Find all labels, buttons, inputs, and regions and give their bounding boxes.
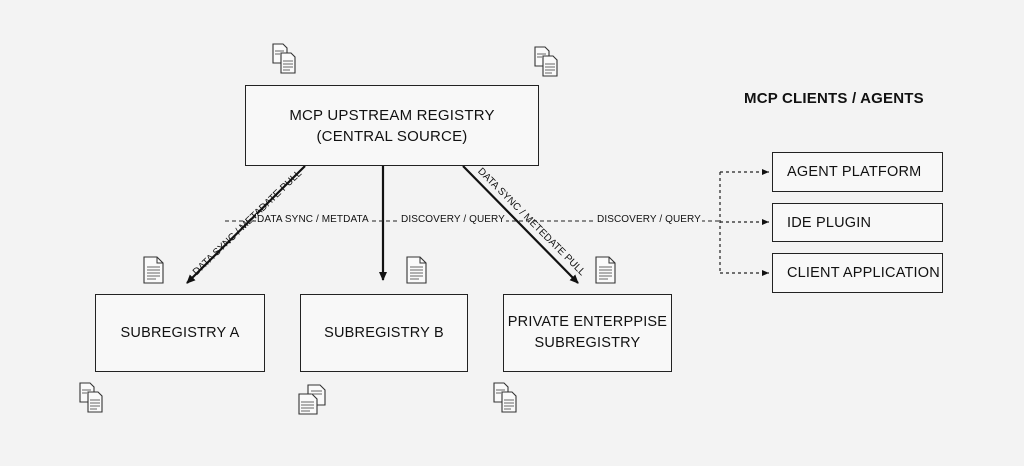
documents-icon bbox=[298, 384, 326, 415]
documents-icon bbox=[79, 382, 103, 413]
private-label-line1: PRIVATE ENTERPPISE bbox=[507, 314, 668, 330]
document-icon bbox=[595, 256, 616, 284]
client-ide-plugin-label: IDE PLUGIN bbox=[787, 214, 872, 231]
subregistry-b-label: SUBREGISTRY B bbox=[324, 324, 444, 341]
client-client-application: CLIENT APPLICATION bbox=[772, 253, 943, 293]
edge-label-discovery-query-1: DISCOVERY / QUERY bbox=[400, 214, 506, 225]
client-client-application-label: CLIENT APPLICATION bbox=[787, 265, 940, 281]
subregistry-a-label: SUBREGISTRY A bbox=[120, 324, 240, 341]
document-icon bbox=[143, 256, 164, 284]
subregistry-a-box: SUBREGISTRY A bbox=[95, 294, 265, 372]
private-enterprise-subregistry-box: PRIVATE ENTERPPISE SUBREGISTRY bbox=[503, 294, 672, 372]
upstream-title-line2: (CENTRAL SOURCE) bbox=[316, 127, 468, 145]
upstream-registry-box: MCP UPSTREAM REGISTRY (CENTRAL SOURCE) bbox=[245, 85, 539, 166]
private-label-line2: SUBREGISTRY bbox=[534, 335, 641, 351]
client-agent-platform-label: AGENT PLATFORM bbox=[787, 164, 922, 180]
document-icon bbox=[406, 256, 427, 284]
subregistry-b-box: SUBREGISTRY B bbox=[300, 294, 468, 372]
edge-label-data-sync-metadata: DATA SYNC / METDATA bbox=[256, 214, 370, 225]
client-agent-platform: AGENT PLATFORM bbox=[772, 152, 943, 192]
edge-upstream-to-private bbox=[462, 165, 579, 284]
edge-upstream-to-sub-a bbox=[186, 165, 306, 284]
upstream-title-line1: MCP UPSTREAM REGISTRY bbox=[289, 106, 495, 124]
clients-section-title: MCP CLIENTS / AGENTS bbox=[744, 90, 924, 107]
documents-icon bbox=[272, 43, 296, 74]
documents-icon bbox=[534, 46, 558, 77]
client-ide-plugin: IDE PLUGIN bbox=[772, 203, 943, 242]
edge-label-discovery-query-2: DISCOVERY / QUERY bbox=[596, 214, 702, 225]
documents-icon bbox=[493, 382, 517, 413]
